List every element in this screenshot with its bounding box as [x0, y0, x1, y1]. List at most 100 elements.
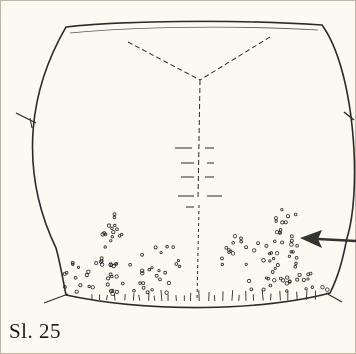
- punctation-dot: [111, 227, 113, 229]
- punctation-dot: [275, 252, 278, 255]
- punctation-dot: [294, 265, 297, 268]
- seta: [280, 291, 281, 301]
- punctation-dot: [221, 257, 224, 260]
- punctation-dot: [107, 277, 110, 280]
- punctation-dot: [166, 245, 168, 247]
- punctation-dot: [129, 263, 132, 266]
- punctation-dot: [115, 275, 118, 278]
- punctation-dot: [296, 278, 299, 281]
- punctation-dot: [155, 274, 158, 277]
- punctation-dot: [272, 257, 274, 259]
- punctation-dot: [302, 278, 305, 281]
- punctation-dot: [270, 252, 273, 255]
- figure-caption: Sl. 25: [9, 321, 61, 342]
- punctation-dot: [240, 240, 243, 243]
- punctation-dot: [281, 241, 284, 244]
- punctation-dot: [290, 251, 293, 254]
- punctation-dot: [88, 285, 90, 287]
- punctation-dot: [164, 271, 167, 274]
- punctation-dot: [245, 246, 248, 249]
- punctation-dot: [172, 246, 175, 249]
- punctation-dot: [165, 291, 168, 294]
- punctation-dot: [141, 253, 144, 256]
- sclerite-outline: [33, 21, 355, 307]
- punctation-dot: [284, 221, 287, 224]
- punctation-dot: [275, 220, 277, 222]
- punctation-dot: [142, 282, 145, 285]
- seta: [133, 293, 134, 300]
- punctation-dot: [298, 273, 301, 276]
- punctation-dot: [142, 286, 145, 289]
- punctation-dot: [85, 273, 88, 276]
- punctation-dot: [118, 235, 121, 238]
- punctation-dot: [133, 289, 136, 292]
- punctation-dot: [253, 249, 256, 252]
- punctation-dot: [87, 270, 90, 273]
- punctation-dot: [121, 282, 124, 285]
- top-rim-line: [70, 27, 318, 33]
- seta: [271, 294, 272, 301]
- punctation-dot: [279, 229, 282, 232]
- punctation-dot: [110, 240, 112, 242]
- punctation-dot: [178, 265, 180, 267]
- punctation-dot: [160, 251, 162, 253]
- punctation-dot: [175, 263, 178, 266]
- punctation-dot: [148, 268, 151, 271]
- punctation-dot: [115, 290, 118, 293]
- punctation-dot: [247, 279, 250, 282]
- punctation-dot: [75, 290, 78, 293]
- punctation-dot: [305, 288, 307, 290]
- punctation-dot: [233, 234, 236, 237]
- seta: [139, 295, 140, 301]
- punctation-dot: [290, 239, 293, 242]
- punctation-dot: [273, 240, 276, 243]
- punctation-dot: [107, 224, 110, 227]
- punctation-dot: [262, 259, 266, 263]
- punctation-dot: [116, 228, 119, 231]
- punctation-dot: [101, 260, 104, 263]
- punctation-dot: [151, 289, 153, 291]
- punctation-dot: [141, 271, 145, 275]
- punctation-dot: [225, 246, 228, 249]
- punctation-dot: [257, 242, 260, 245]
- punctation-dot: [288, 255, 290, 257]
- punctation-dot: [295, 256, 298, 259]
- seta: [262, 290, 263, 301]
- punctation-dot: [91, 286, 94, 289]
- seta: [161, 290, 162, 301]
- punctation-dot: [74, 276, 77, 279]
- punctation-dot: [240, 237, 243, 240]
- punctation-dot: [79, 284, 82, 287]
- bottom-right-seta: [326, 293, 342, 302]
- punctation-dot: [245, 263, 247, 265]
- punctation-dot: [77, 266, 79, 268]
- punctation-dot: [113, 216, 116, 219]
- punctation-dot: [104, 246, 106, 248]
- punctation-dot: [281, 209, 283, 211]
- punctation-field: [63, 209, 329, 296]
- punctation-dot: [250, 288, 253, 291]
- left-edge-mark-short: [30, 118, 32, 128]
- seta: [154, 296, 155, 301]
- left-edge-mark: [16, 113, 36, 123]
- punctation-dot: [276, 264, 279, 267]
- punctation-dot: [275, 217, 278, 220]
- punctation-dot: [112, 230, 115, 233]
- punctation-dot: [290, 235, 293, 238]
- punctation-dot: [114, 224, 116, 226]
- punctation-dot: [177, 259, 179, 261]
- punctation-dot: [286, 215, 289, 218]
- right-edge-mark: [344, 112, 354, 120]
- punctation-dot: [95, 261, 98, 264]
- punctation-dot: [159, 278, 162, 281]
- punctation-dot: [167, 281, 170, 284]
- setae-row: [92, 290, 316, 301]
- punctation-dot: [269, 284, 272, 287]
- punctation-dot: [311, 286, 313, 288]
- punctation-dot: [265, 244, 268, 247]
- punctation-dot: [232, 241, 235, 244]
- bottom-left-seta: [44, 294, 68, 303]
